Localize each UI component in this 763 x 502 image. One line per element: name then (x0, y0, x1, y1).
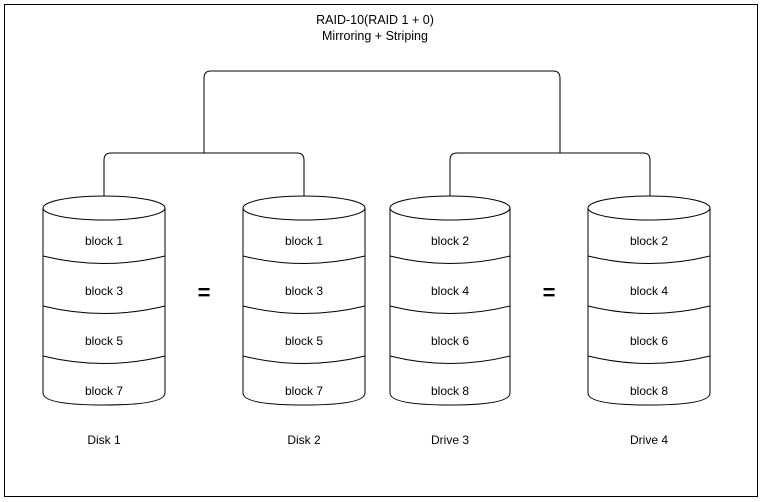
root-connector-bracket (203, 70, 561, 153)
disk-4-divider-1 (587, 255, 711, 264)
disk-cylinder-2: block 1 block 3 block 5 block 7 Disk 2 (242, 195, 366, 447)
disk-2-block-label-2: block 3 (285, 284, 323, 298)
disk-1-block-label-2: block 3 (85, 284, 123, 298)
disk-1-divider-2 (42, 305, 166, 314)
disk-2-divider-3 (242, 355, 366, 364)
disk-2-block-label-1: block 1 (285, 234, 323, 248)
disk-3-top-ellipse (389, 195, 511, 221)
disk-3-block-label-3: block 6 (431, 334, 469, 348)
disk-3-block-label-1: block 2 (431, 234, 469, 248)
diagram-border (4, 4, 758, 497)
disk-3-divider-2 (389, 305, 511, 314)
disk-1-divider-1 (42, 255, 166, 264)
disk-3-body (389, 207, 511, 406)
disk-1-block-label-1: block 1 (85, 234, 123, 248)
disk-2-divider-2 (242, 305, 366, 314)
disk-4-block-label-3: block 6 (630, 334, 668, 348)
diagram-title-line1: RAID-10(RAID 1 + 0) (316, 13, 434, 27)
disk-4-block-label-4: block 8 (630, 384, 668, 398)
disk-1-top-ellipse (42, 195, 166, 221)
disk-4-name-label: Drive 4 (630, 433, 668, 447)
disk-2-block-label-4: block 7 (285, 384, 323, 398)
disk-2-top-ellipse (242, 195, 366, 221)
disk-2-body (242, 207, 366, 406)
disk-1-divider-3 (42, 355, 166, 364)
disk-cylinder-1: block 1 block 3 block 5 block 7 Disk 1 (42, 195, 166, 447)
disk-4-divider-3 (587, 355, 711, 364)
right-mirror-bracket (449, 152, 651, 196)
root-connector (203, 70, 561, 153)
disk-4-top-ellipse (587, 195, 711, 221)
disk-cylinder-3: block 2 block 4 block 6 block 8 Drive 3 (389, 195, 511, 447)
disk-1-block-label-3: block 5 (85, 334, 123, 348)
disk-4-block-label-1: block 2 (630, 234, 668, 248)
disk-1-body (42, 207, 166, 406)
left-mirror-connector (103, 152, 305, 196)
disk-3-block-label-4: block 8 (431, 384, 469, 398)
diagram-title-line2: Mirroring + Striping (322, 29, 428, 43)
disk-cylinder-4: block 2 block 4 block 6 block 8 Drive 4 (587, 195, 711, 447)
right-mirror-connector (449, 152, 651, 196)
disk-4-block-label-2: block 4 (630, 284, 668, 298)
disk-3-block-label-2: block 4 (431, 284, 469, 298)
disk-2-block-label-3: block 5 (285, 334, 323, 348)
left-mirror-bracket (103, 152, 305, 196)
disk-1-block-label-4: block 7 (85, 384, 123, 398)
disk-1-name-label: Disk 1 (87, 433, 121, 447)
disk-4-divider-2 (587, 305, 711, 314)
disk-3-divider-1 (389, 255, 511, 264)
disk-3-name-label: Drive 3 (431, 433, 469, 447)
mirror-equals-2: = (543, 280, 556, 305)
disk-3-divider-3 (389, 355, 511, 364)
disk-4-body (587, 207, 711, 406)
disk-2-divider-1 (242, 255, 366, 264)
disk-2-name-label: Disk 2 (287, 433, 321, 447)
mirror-equals-1: = (198, 280, 211, 305)
